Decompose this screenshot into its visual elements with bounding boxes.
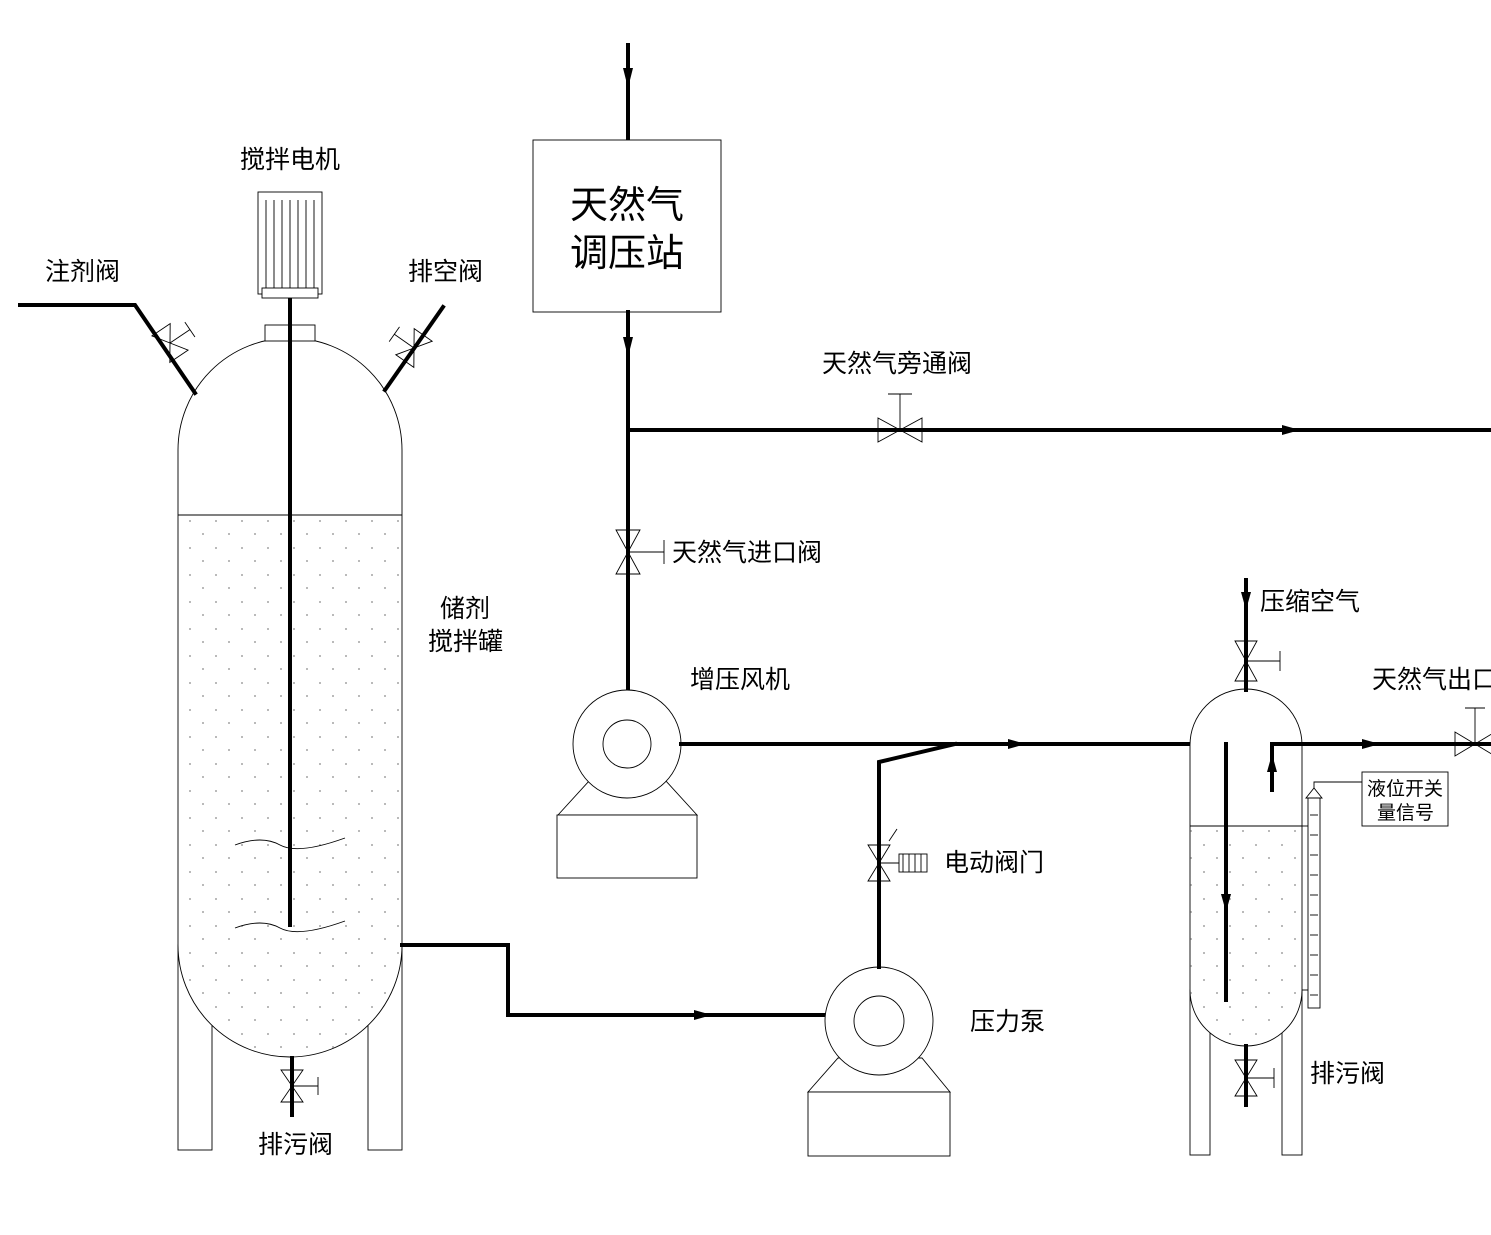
- label-inlet-valve: 天然气进口阀: [672, 538, 822, 567]
- level-signal-wire: [1313, 781, 1362, 788]
- booster-fan: [556, 689, 699, 879]
- injection-valve-symbol: [150, 321, 196, 364]
- flow-arrow-to-pump: [694, 1010, 712, 1020]
- flow-arrow-fan: [1008, 739, 1026, 749]
- label-bypass-valve: 天然气旁通阀: [822, 349, 972, 378]
- label-gas-outlet: 天然气出口: [1372, 665, 1491, 694]
- air-valve-symbol: [1234, 640, 1281, 682]
- vent-valve-symbol: [388, 326, 434, 369]
- label-storage-tank-1: 储剂: [440, 594, 490, 623]
- label-regulator-1: 天然气: [570, 183, 684, 227]
- inlet-valve-symbol: [615, 529, 665, 575]
- separator-drain-valve-symbol: [1234, 1059, 1275, 1097]
- separator-liquid: [1190, 826, 1302, 1046]
- label-level-signal-1: 液位开关: [1367, 778, 1443, 800]
- pressure-pump: [807, 966, 951, 1157]
- label-stirring-motor: 搅拌电机: [240, 145, 340, 174]
- label-level-signal-2: 量信号: [1377, 802, 1434, 824]
- gas-outlet-pipe: [1270, 742, 1491, 792]
- flow-arrow-supply: [623, 68, 633, 88]
- level-gauge-cap: [1305, 787, 1323, 799]
- flow-arrow-dip-tube-top: [1221, 894, 1231, 912]
- tank-drain-valve-symbol: [280, 1069, 319, 1103]
- tank-to-pump-pipe: [400, 943, 828, 1017]
- pump-base: [807, 1091, 951, 1157]
- flow-arrow-main: [623, 337, 633, 357]
- pump-impeller: [853, 995, 905, 1047]
- label-pressure-pump: 压力泵: [970, 1007, 1045, 1036]
- storage-tank: [177, 298, 403, 1151]
- flow-arrow-air: [1241, 592, 1251, 610]
- outlet-valve-symbol: [1454, 707, 1491, 757]
- flow-arrow-outlet: [1362, 739, 1380, 749]
- motor-flange: [261, 287, 319, 299]
- flow-arrow-outlet-up: [1267, 754, 1277, 772]
- agitator-blade-lower: [234, 920, 346, 933]
- label-booster-fan: 增压风机: [690, 665, 790, 694]
- label-drain-valve-right: 排污阀: [1310, 1059, 1385, 1088]
- level-gauge: [1302, 781, 1362, 1009]
- label-vent-valve: 排空阀: [408, 257, 483, 286]
- flow-arrow-bypass: [1282, 425, 1300, 435]
- pump-discharge-pipe: [877, 741, 958, 969]
- label-regulator-2: 调压站: [570, 231, 684, 275]
- label-compressed-air: 压缩空气: [1260, 587, 1360, 616]
- level-gauge-tube: [1307, 797, 1321, 1009]
- electric-valve-symbol: [867, 828, 928, 882]
- label-injection-valve: 注剂阀: [45, 257, 120, 286]
- label-storage-tank-2: 搅拌罐: [428, 627, 503, 656]
- label-electric-valve: 电动阀门: [944, 848, 1044, 877]
- stirring-motor: [257, 191, 323, 299]
- bypass-valve-symbol: [877, 393, 923, 443]
- regulator-station-box: [532, 139, 722, 313]
- level-signal-box: [1361, 771, 1449, 827]
- agitator-blade-upper: [234, 837, 346, 850]
- injection-pipe: [18, 303, 198, 396]
- label-drain-valve-left: 排污阀: [258, 1130, 333, 1159]
- fan-base: [556, 814, 698, 879]
- fan-impeller: [602, 719, 652, 769]
